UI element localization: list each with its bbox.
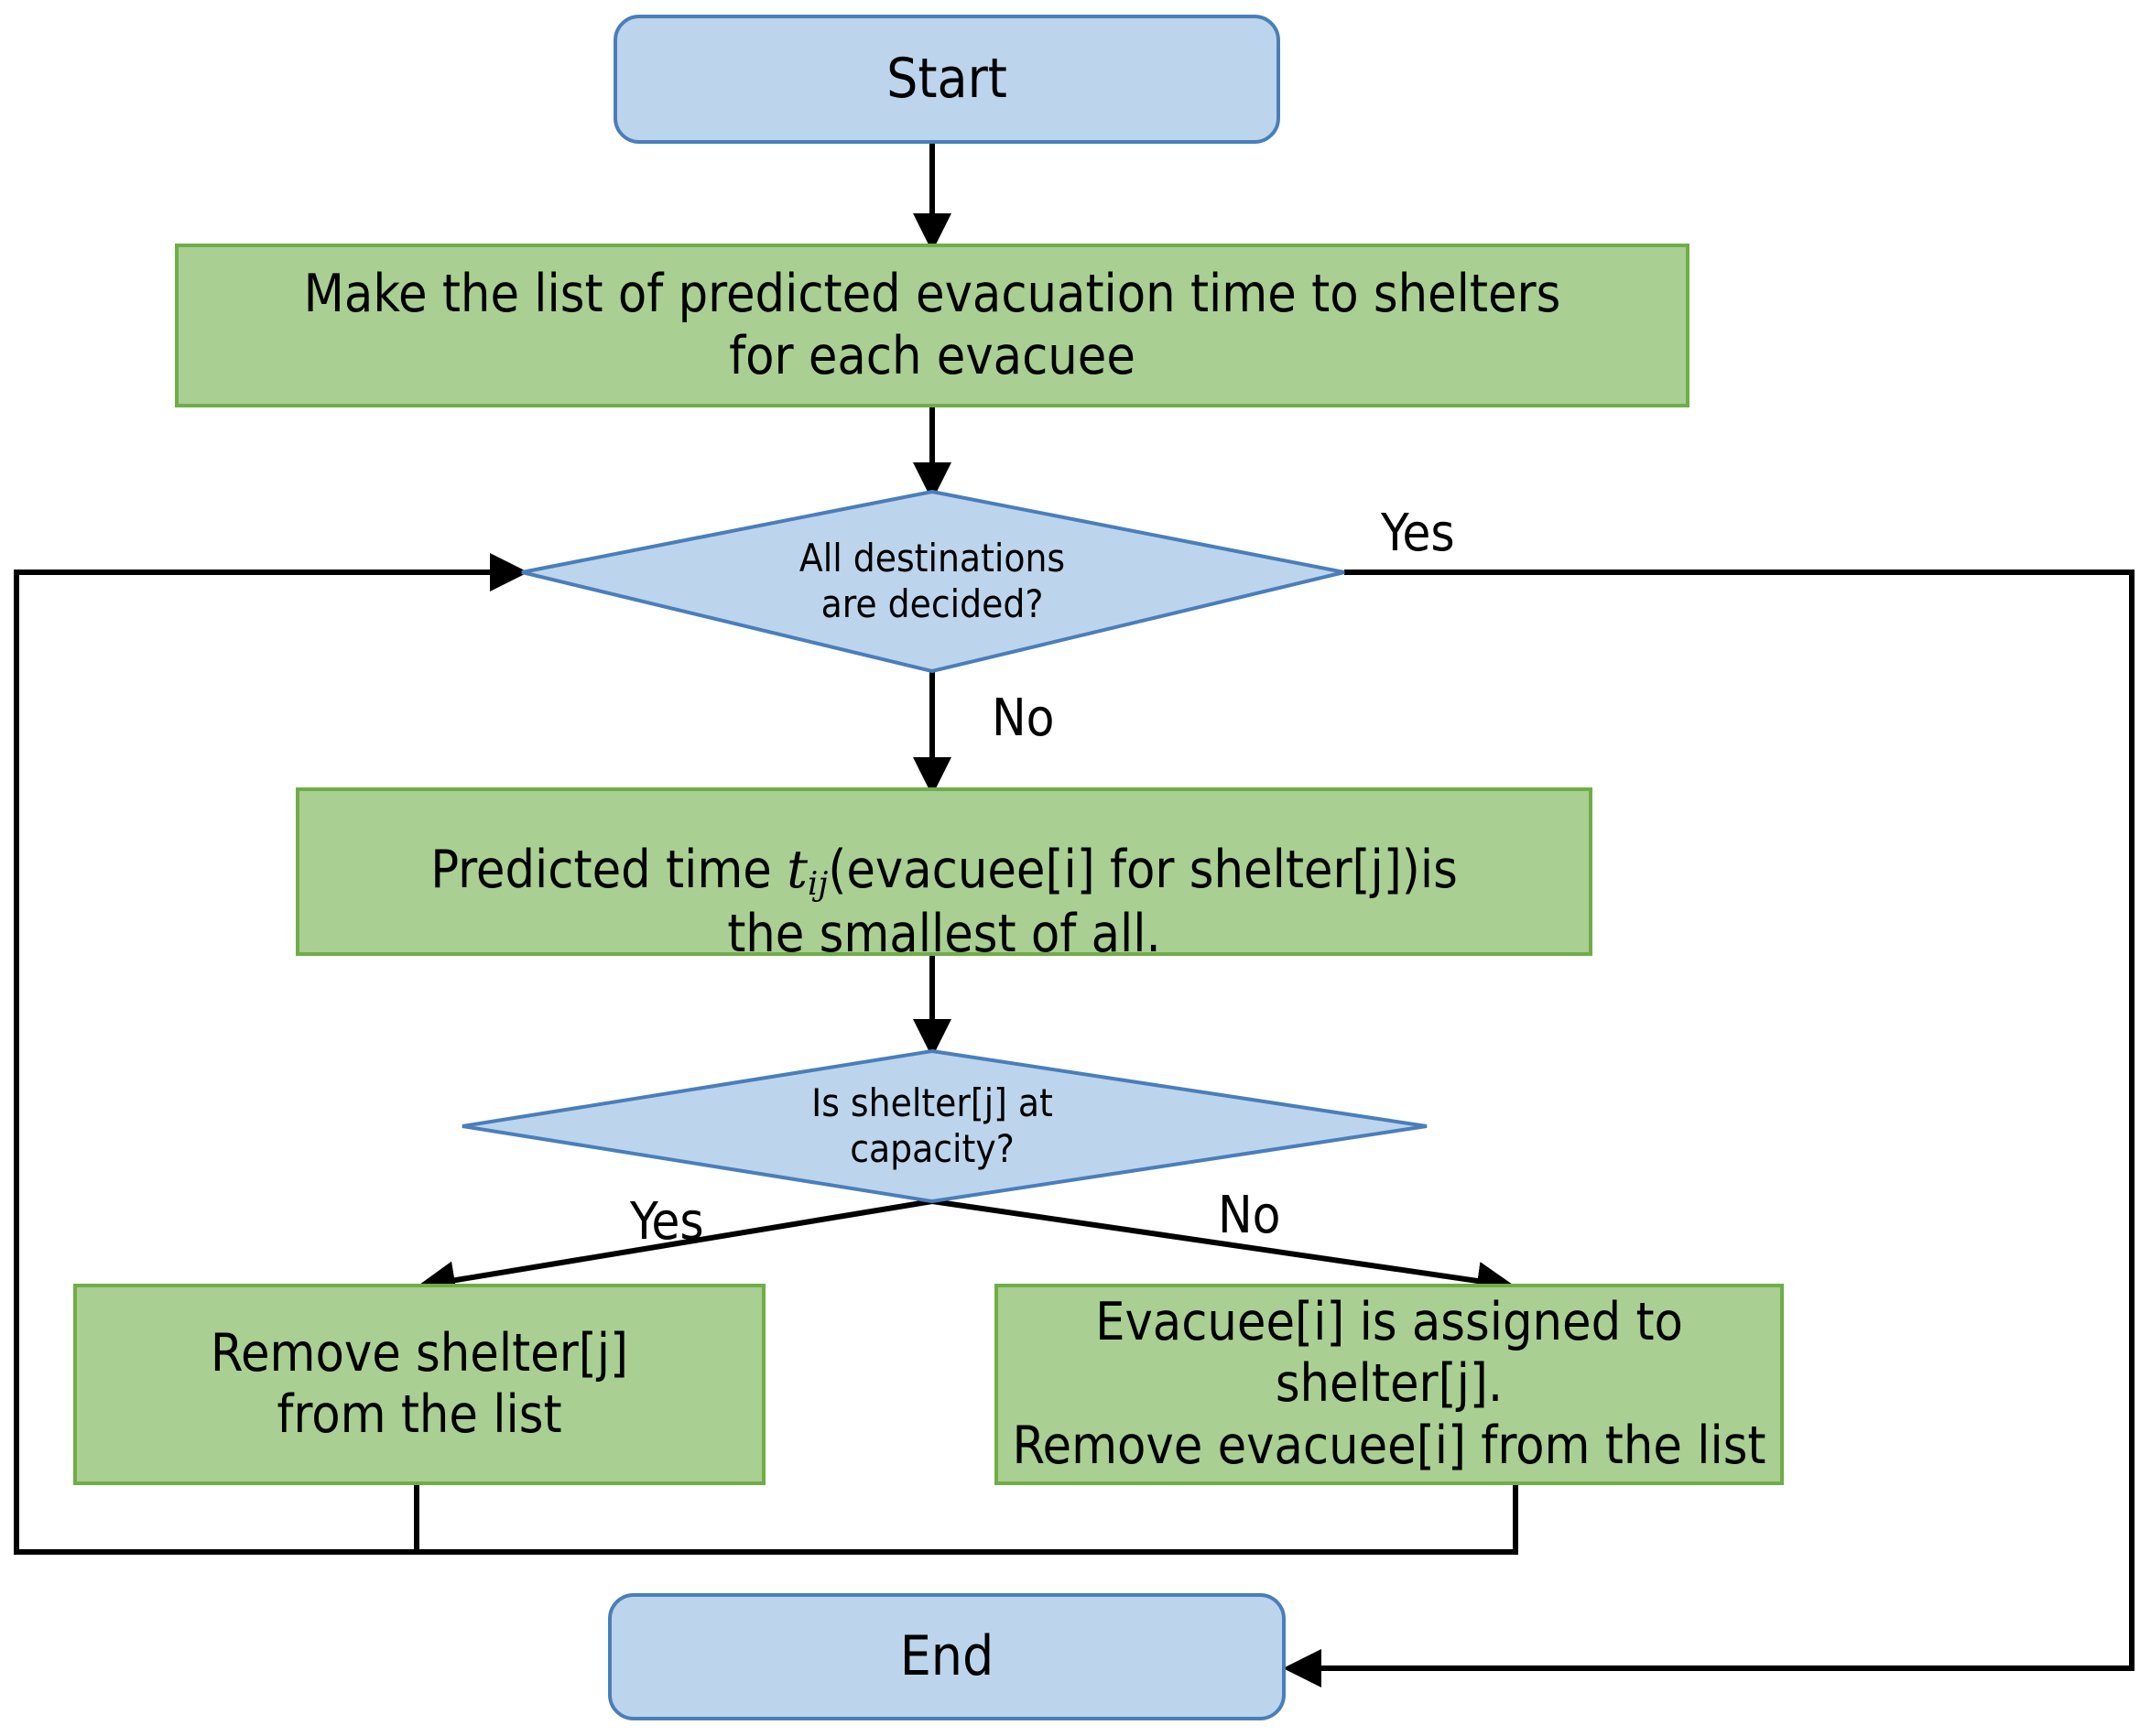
connector-remove-shelter-loop-back	[14, 553, 528, 1555]
edge-label-no-all-destinations: No	[992, 689, 1055, 748]
node-remove-shelter[interactable]	[73, 1284, 766, 1485]
node-assign-evacuee[interactable]	[994, 1284, 1784, 1485]
edge-label-yes-all-destinations: Yes	[1381, 504, 1455, 563]
edge-label-yes-capacity: Yes	[630, 1192, 704, 1252]
edge-label-no-capacity: No	[1218, 1186, 1281, 1245]
node-start[interactable]	[614, 15, 1280, 144]
connector-capacity-no-to-assign	[931, 1199, 1515, 1300]
connector-capacity-yes-to-remove-shelter	[417, 1199, 933, 1300]
node-predicted-time[interactable]	[296, 787, 1592, 956]
node-make-list[interactable]	[175, 244, 1689, 407]
connector-all-decided-yes-to-end	[1283, 570, 2135, 1687]
node-is-shelter-at-capacity[interactable]	[462, 1048, 1428, 1204]
node-end[interactable]	[608, 1593, 1286, 1720]
connector-assign-loop-back	[417, 1483, 1518, 1555]
node-all-destinations-decided[interactable]	[521, 489, 1345, 674]
